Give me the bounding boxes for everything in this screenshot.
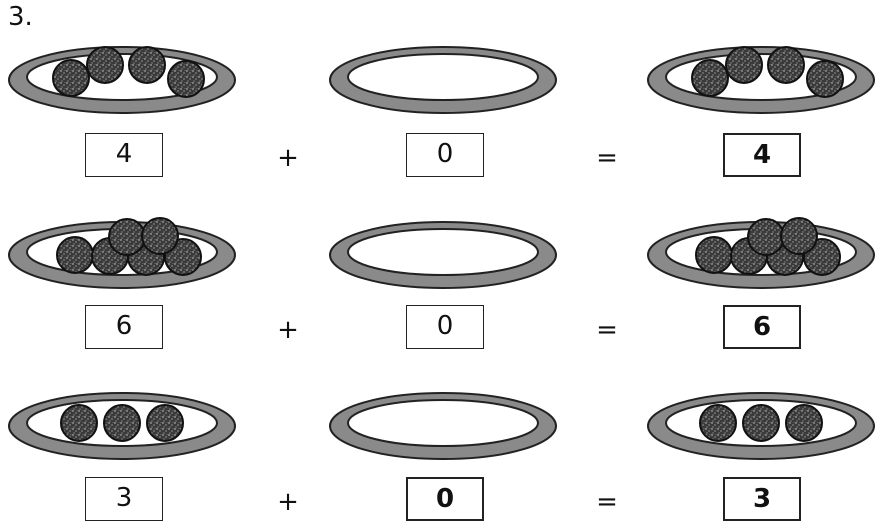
- answer-box-row3-sum: 3: [723, 477, 801, 521]
- plate-row3-right: [645, 386, 877, 466]
- plate-row1-right: [645, 40, 877, 120]
- answer-box-row2-addend2: 0: [406, 305, 484, 349]
- ball-icon: [786, 405, 822, 441]
- plate-row1-middle: [327, 40, 559, 120]
- plus-sign-row3: +: [268, 487, 308, 517]
- plate-row2-middle: [327, 215, 559, 295]
- ball-group: [700, 405, 822, 441]
- ball-icon: [87, 47, 123, 83]
- plate-icon: [645, 215, 877, 295]
- ball-icon: [807, 61, 843, 97]
- answer-box-row2-addend1: 6: [85, 305, 163, 349]
- plate-row3-left: [6, 386, 238, 466]
- plate-icon: [327, 40, 559, 120]
- plate-icon: [6, 215, 238, 295]
- ball-icon: [743, 405, 779, 441]
- answer-box-row2-sum: 6: [723, 305, 801, 349]
- ball-icon: [700, 405, 736, 441]
- equals-sign-row3: =: [587, 487, 627, 517]
- answer-box-row1-sum: 4: [723, 133, 801, 177]
- plate-icon: [327, 386, 559, 466]
- plate-icon: [6, 386, 238, 466]
- ball-icon: [57, 237, 93, 273]
- plate-row3-middle: [327, 386, 559, 466]
- answer-box-row3-addend1: 3: [85, 477, 163, 521]
- ball-icon: [696, 237, 732, 273]
- ball-icon: [692, 60, 728, 96]
- ball-icon: [53, 60, 89, 96]
- answer-box-row1-addend2: 0: [406, 133, 484, 177]
- equals-sign-row2: =: [587, 315, 627, 345]
- ball-icon: [147, 405, 183, 441]
- ball-icon: [781, 218, 817, 254]
- ball-icon: [726, 47, 762, 83]
- plate-icon: [645, 40, 877, 120]
- plus-sign-row1: +: [268, 143, 308, 173]
- equals-sign-row1: =: [587, 143, 627, 173]
- plate-icon: [6, 40, 238, 120]
- question-number: 3.: [8, 2, 33, 32]
- ball-icon: [168, 61, 204, 97]
- ball-icon: [61, 405, 97, 441]
- plate-icon: [645, 386, 877, 466]
- ball-icon: [748, 219, 784, 255]
- plate-row2-right: [645, 215, 877, 295]
- ball-icon: [129, 47, 165, 83]
- plate-icon: [327, 215, 559, 295]
- plate-row2-left: [6, 215, 238, 295]
- ball-icon: [109, 219, 145, 255]
- answer-box-row1-addend1: 4: [85, 133, 163, 177]
- answer-box-row3-addend2: 0: [406, 477, 484, 521]
- plate-row1-left: [6, 40, 238, 120]
- plus-sign-row2: +: [268, 315, 308, 345]
- ball-icon: [768, 47, 804, 83]
- ball-icon: [104, 405, 140, 441]
- ball-icon: [142, 218, 178, 254]
- ball-group: [61, 405, 183, 441]
